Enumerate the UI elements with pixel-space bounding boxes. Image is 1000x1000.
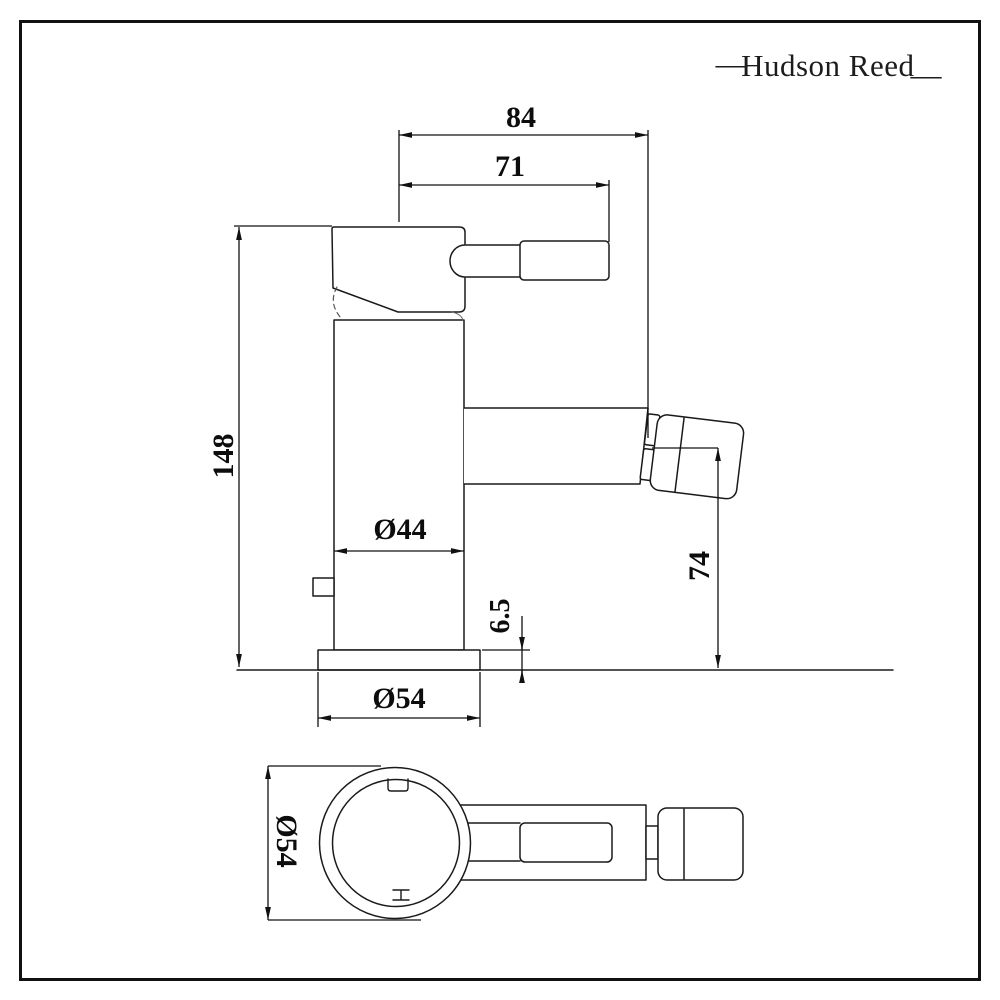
plan-hot-indicator-mark [392,889,410,901]
brand-logo: — Hudson Reed — [715,46,942,92]
plan-clip-notch-mark [387,778,409,792]
plan-body-inner-circle [331,778,461,908]
handle-swing-arc [332,286,342,319]
aerator-head [649,414,745,500]
dim-label-base-diameter: Ø54 [372,682,426,715]
lever-neck-fill [466,246,520,276]
head-joint-arc [451,311,464,321]
plan-aerator-head [657,807,744,881]
faucet-body-column [333,319,465,651]
lever-handle-knob [519,240,610,281]
logo-trailing-underscore: — [910,57,942,92]
dim-label-body-diameter: Ø44 [373,513,427,546]
body-side-tab [312,577,335,597]
plan-handle-grip [519,822,613,863]
dim-label-spout-projection: 84 [506,101,536,134]
spout-tube [463,407,649,485]
side-elevation-view [236,226,894,671]
dimension-lines-plan [265,765,421,921]
dim-label-handle-projection: 71 [495,150,525,183]
plan-view [318,766,744,920]
dim-label-spout-height: 74 [683,551,716,581]
faucet-head [331,226,466,313]
dim-label-plan-base-diameter: Ø54 [270,814,303,868]
drawing-border [19,20,981,981]
dim-label-base-plate-thickness: 6.5 [485,598,516,634]
base-flange [317,649,481,671]
dimension-lines-side [234,130,721,727]
logo-leading-dash: — [715,46,748,81]
dim-label-overall-height: 148 [207,433,240,479]
logo-text: Hudson Reed [741,48,915,83]
plan-aerator-neck [645,825,659,860]
